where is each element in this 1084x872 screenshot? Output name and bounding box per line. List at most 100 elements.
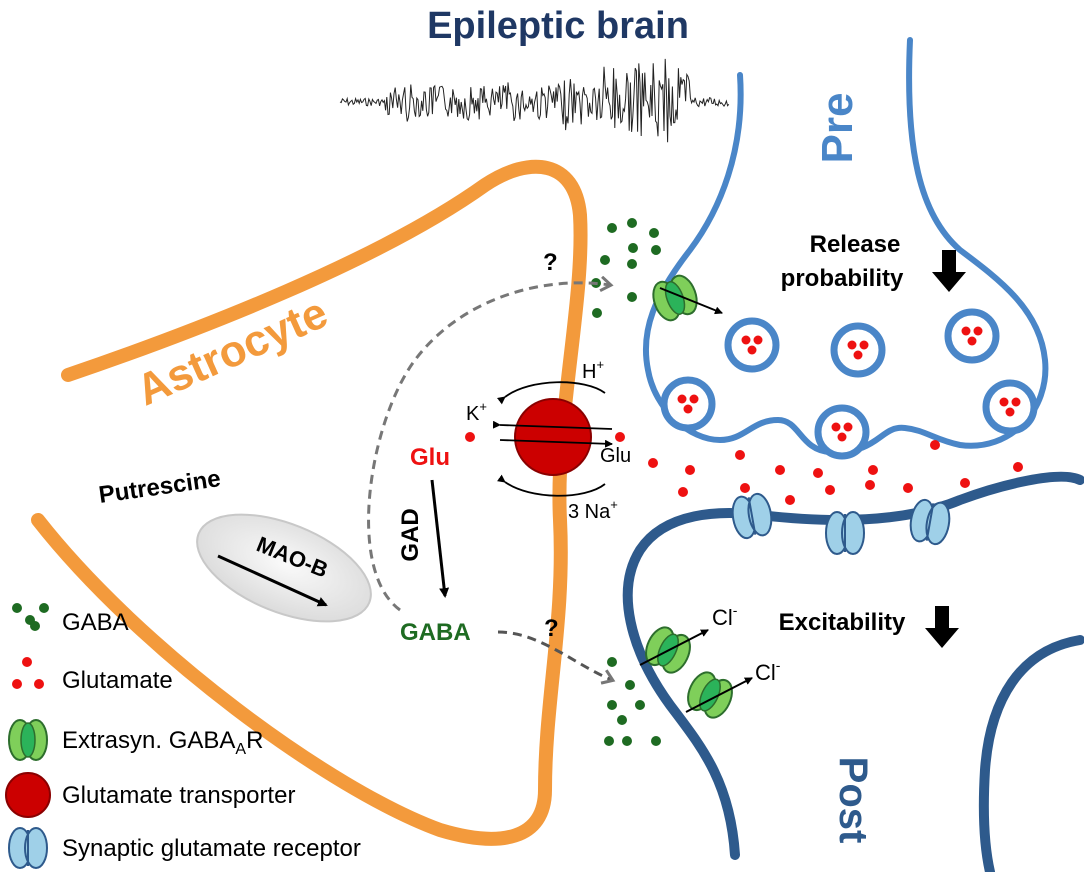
gaba-dot: [651, 736, 661, 746]
glutamate-dot: [678, 487, 688, 497]
pre-label: Pre: [813, 93, 862, 164]
gaba-dot: [627, 292, 637, 302]
gaba-dot: [625, 680, 635, 690]
astrocyte-membrane: [31, 159, 588, 846]
gaba-dot: [604, 736, 614, 746]
excitability-down-arrow-icon: [925, 606, 959, 648]
glutamate-dot: [735, 450, 745, 460]
receptor-pore: [925, 503, 935, 541]
gaba-dot: [627, 218, 637, 228]
gaba-dot: [592, 308, 602, 318]
cl-label-lower: Cl-: [755, 657, 781, 685]
legend-glutamate-receptor: Synaptic glutamate receptor: [62, 835, 361, 862]
legend-glutamate: Glutamate: [62, 667, 173, 694]
cl-label-upper: Cl-: [712, 602, 738, 630]
gaba-receptor-post-lower: [687, 671, 733, 719]
gad-label: GAD: [397, 508, 424, 561]
postsynaptic-membrane: [622, 471, 1084, 860]
mao-b-ellipse: [196, 513, 372, 623]
receptor-pore: [747, 497, 757, 535]
title: Epileptic brain: [427, 5, 689, 47]
glutamate-dot: [785, 495, 795, 505]
putrescine-label: Putrescine: [97, 465, 222, 509]
receptor-half: [841, 511, 865, 555]
gaba-release-arrow-upper: [367, 283, 610, 612]
k-ion-label: K+: [466, 399, 487, 425]
glutamate-dot: [740, 483, 750, 493]
glutamate-dots-icon: [12, 657, 44, 689]
vesicle-glutamate: [753, 335, 763, 345]
gad-arrow: [430, 479, 450, 598]
gaba-dot: [617, 715, 627, 725]
vesicle-glutamate: [689, 394, 699, 404]
vesicle-glutamate: [741, 335, 751, 345]
synaptic-receptor-group: [731, 492, 951, 555]
vesicle-glutamate: [747, 345, 757, 355]
vesicle: [660, 376, 716, 432]
vesicle-glutamate: [843, 422, 853, 432]
gaba-receptor-pre: [652, 274, 698, 322]
gaba-dot-group: [591, 218, 661, 746]
glutamate-dot: [825, 485, 835, 495]
glu-inside-label: Glu: [410, 444, 450, 471]
vesicle-group: [660, 308, 1038, 460]
glutamate-dot: [960, 478, 970, 488]
vesicle: [814, 404, 870, 460]
post-label: Post: [831, 757, 875, 844]
na-ion-label: 3 Na+: [568, 497, 618, 523]
vesicle-glutamate: [1005, 407, 1015, 417]
legend-gaba-receptor: Extrasyn. GABAAR: [62, 727, 263, 758]
vesicle-glutamate: [967, 336, 977, 346]
legend-transporter: Glutamate transporter: [62, 782, 295, 809]
synaptic-glutamate-group: [648, 440, 1023, 505]
glutamate-dot: [903, 483, 913, 493]
transporter-icon: [5, 772, 51, 818]
synaptic-glutamate-receptor: [731, 492, 773, 540]
glutamate-dot: [648, 458, 658, 468]
legend-gaba: GABA: [62, 609, 129, 636]
gaba-dots-icon: [12, 603, 49, 631]
release-down-arrow-icon: [932, 250, 966, 292]
glutamate-transporter: [492, 381, 613, 497]
glutamate-dot: [775, 465, 785, 475]
release-label-line2: probability: [781, 265, 904, 292]
glutamate-dot: [1013, 462, 1023, 472]
glutamate-dot: [813, 468, 823, 478]
release-label-line1: Release: [810, 231, 901, 258]
cl-arrow-upper: [639, 629, 709, 666]
vesicle-glutamate: [677, 394, 687, 404]
vesicle-glutamate: [973, 326, 983, 336]
postsynaptic-membrane-lower: [978, 635, 1084, 872]
gaba-release-arrow-lower: [497, 630, 612, 680]
glu-outside-dot: [615, 432, 625, 442]
gaba-dot: [651, 245, 661, 255]
vesicle-glutamate: [837, 432, 847, 442]
gaba-dot: [649, 228, 659, 238]
gaba-receptor-pre-arrow: [659, 287, 723, 315]
vesicle: [724, 317, 780, 373]
synaptic-glutamate-receptor: [825, 511, 865, 555]
glu-inside-dot: [465, 432, 475, 442]
vesicle-glutamate: [999, 397, 1009, 407]
glutamate-dot: [865, 480, 875, 490]
glu-outside-label: Glu: [600, 445, 631, 467]
cl-arrow-lower: [685, 677, 753, 713]
vesicle: [982, 379, 1038, 435]
gaba-dot: [627, 259, 637, 269]
vesicle-glutamate: [961, 326, 971, 336]
vesicle: [830, 322, 886, 378]
question-mark-upper: ?: [543, 249, 558, 276]
glutamate-dot: [930, 440, 940, 450]
vesicle: [944, 308, 1000, 364]
synaptic-glutamate-receptor: [909, 498, 951, 546]
gaba-inside-label: GABA: [400, 619, 471, 646]
gaba-dot: [600, 255, 610, 265]
vesicle-glutamate: [859, 340, 869, 350]
gaba-dot: [635, 700, 645, 710]
question-mark-lower: ?: [544, 615, 559, 642]
vesicle-glutamate: [847, 340, 857, 350]
glutamate-dot: [685, 465, 695, 475]
vesicle-glutamate: [1011, 397, 1021, 407]
